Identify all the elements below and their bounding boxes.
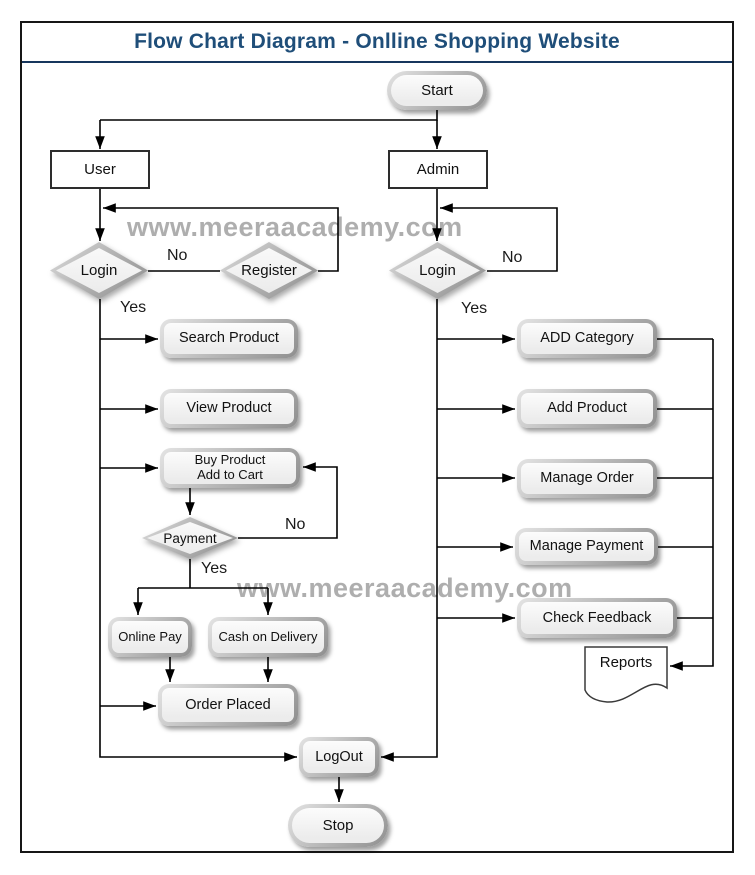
node-admin-login-decision: Login [389,242,486,299]
edge-label-admin-yes: Yes [461,300,488,317]
node-reports-label: Reports [599,654,653,671]
connector-payment-yes-split [138,559,268,589]
node-check-feedback: Check Feedback [517,598,677,638]
connector-start-split [100,110,438,121]
connector-admin-right-rail [657,338,713,619]
node-payment-decision: Payment [142,517,238,559]
node-search-product-label: Search Product [179,330,279,347]
node-admin-login-label: Login [419,262,456,279]
watermark-top: www.meeraacademy.com [127,212,463,242]
node-register-decision: Register [220,242,318,299]
connector-admin-login-no-loop [440,203,558,272]
node-add-category-label: ADD Category [540,330,634,347]
connector-payment-no-loop [238,462,338,539]
node-payment-label: Payment [163,530,217,546]
node-manage-payment-label: Manage Payment [529,538,644,555]
node-register-label: Register [241,262,297,279]
node-view-product: View Product [160,389,298,428]
node-user-login-decision: Login [50,242,148,299]
node-user: User [50,150,150,189]
node-manage-order: Manage Order [517,459,657,498]
node-user-login-label: Login [80,262,118,279]
node-reports: Reports [583,645,669,707]
node-logout: LogOut [299,737,379,777]
connector-admin-yes-rail [381,299,438,762]
node-add-product-label: Add Product [547,400,627,417]
node-online-pay: Online Pay [108,617,192,657]
node-add-product: Add Product [517,389,657,428]
title-bar: Flow Chart Diagram - Onlline Shopping We… [22,23,732,63]
edge-label-user-no: No [167,247,188,264]
node-stop: Stop [288,804,388,847]
node-add-category: ADD Category [517,319,657,358]
node-online-pay-label: Online Pay [118,628,182,644]
outer-border: Flow Chart Diagram - Onlline Shopping We… [20,21,734,853]
edge-label-payment-yes: Yes [201,560,228,577]
node-manage-order-label: Manage Order [540,470,634,487]
node-admin: Admin [388,150,488,189]
node-start: Start [387,71,487,110]
node-logout-label: LogOut [315,748,363,765]
node-view-product-label: View Product [186,400,272,417]
node-cash-on-delivery-label: Cash on Delivery [218,628,318,644]
connector-user-yes-rail [99,299,297,762]
node-order-placed-label: Order Placed [185,696,271,713]
node-search-product: Search Product [160,319,298,358]
connector-register-loop [103,203,339,272]
node-order-placed: Order Placed [158,684,298,726]
node-buy-product-label-line2: Add to Cart [197,467,263,482]
document-shape [584,646,668,703]
page-title: Flow Chart Diagram - Onlline Shopping We… [134,30,620,53]
connectors [95,110,714,802]
node-admin-label: Admin [416,161,460,178]
node-start-label: Start [421,81,453,99]
node-check-feedback-label: Check Feedback [542,609,652,626]
edge-label-admin-no: No [502,249,523,266]
edge-label-payment-no: No [285,516,306,533]
node-buy-product-label-line1: Buy Product [194,452,266,468]
node-stop-label: Stop [322,816,354,834]
connector-rail-to-reports [670,339,714,671]
node-buy-product: Buy Product Add to Cart [160,448,300,488]
node-cash-on-delivery: Cash on Delivery [208,617,328,657]
edge-label-user-yes: Yes [120,299,147,316]
node-user-label: User [84,161,116,178]
watermark-bottom: www.meeraacademy.com [237,573,573,603]
node-manage-payment: Manage Payment [515,528,658,565]
